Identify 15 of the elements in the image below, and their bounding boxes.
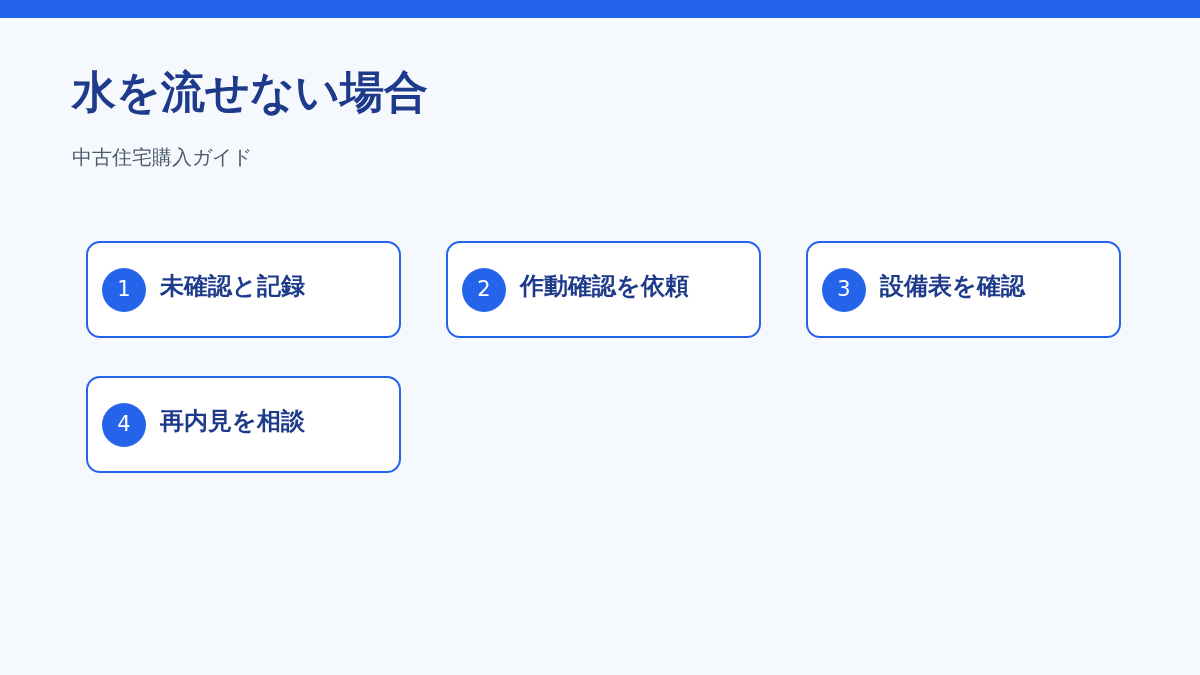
step-label: 作動確認を依頼 [520,272,689,301]
step-label: 未確認と記録 [160,272,305,301]
step-card [86,241,401,338]
subtitle: 中古住宅購入ガイド [72,144,252,170]
title: 水を流せない場合 [72,66,428,119]
step-label: 設備表を確認 [880,272,1025,301]
top-bar [0,0,1200,18]
step-number: 2 [462,267,506,312]
step-number: 1 [102,267,146,312]
step-label: 再内見を相談 [160,407,305,436]
step-card [806,241,1121,338]
step-number: 4 [102,402,146,447]
step-card [86,376,401,473]
step-card [446,241,761,338]
step-number: 3 [822,267,866,312]
